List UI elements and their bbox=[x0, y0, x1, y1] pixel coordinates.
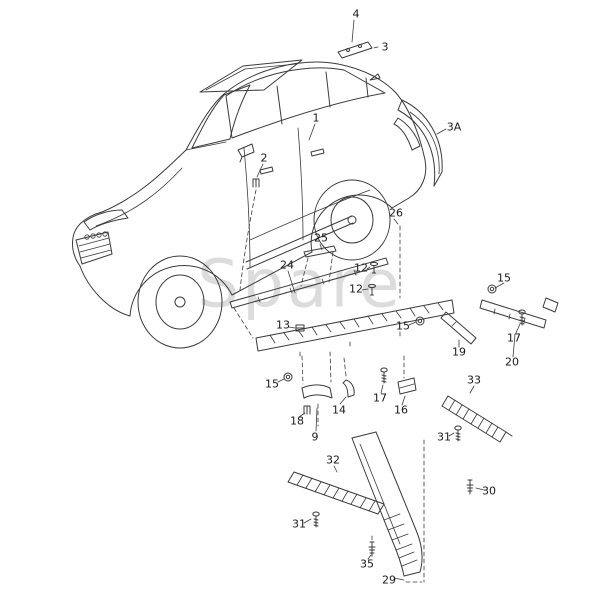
callout-17: 17 bbox=[507, 331, 521, 345]
part-corner-trim-9 bbox=[302, 385, 332, 398]
callout-15: 15 bbox=[396, 319, 410, 333]
callout-2: 2 bbox=[260, 151, 268, 165]
front-wheel bbox=[138, 256, 222, 348]
callout-31: 31 bbox=[437, 430, 451, 444]
watermark: Spare bbox=[197, 245, 403, 323]
dashed-lines bbox=[234, 47, 424, 582]
callout-17: 17 bbox=[373, 391, 387, 405]
callout-9: 9 bbox=[311, 430, 319, 444]
callout-18: 18 bbox=[290, 414, 304, 428]
car-illustration bbox=[73, 60, 426, 348]
callout-3: 3 bbox=[381, 40, 389, 54]
callout-19: 19 bbox=[452, 345, 466, 359]
callout-32: 32 bbox=[326, 453, 340, 467]
callout-20: 20 bbox=[505, 355, 519, 369]
callout-35: 35 bbox=[360, 557, 374, 571]
callout-26: 26 bbox=[389, 206, 403, 220]
callout-33: 33 bbox=[467, 373, 481, 387]
part-window-frame-3a bbox=[398, 100, 442, 186]
part-strip-19 bbox=[441, 312, 476, 344]
callout-4: 4 bbox=[352, 7, 360, 21]
callout-30: 30 bbox=[482, 484, 496, 498]
part-end-cap-14 bbox=[343, 380, 354, 397]
callout-3A: 3A bbox=[446, 120, 462, 134]
callout-12: 12 bbox=[349, 282, 363, 296]
callout-31: 31 bbox=[292, 517, 306, 531]
callout-15: 15 bbox=[497, 271, 511, 285]
callout-16: 16 bbox=[394, 403, 408, 417]
part-sill-strip-32 bbox=[288, 472, 384, 514]
part-molding-main bbox=[256, 300, 454, 356]
leader-lines bbox=[257, 20, 520, 580]
part-bracket-16 bbox=[398, 378, 416, 394]
part-molding-24 bbox=[230, 258, 388, 308]
part-sill-panel-29 bbox=[352, 432, 422, 576]
callout-24: 24 bbox=[280, 258, 294, 272]
callout-15: 15 bbox=[265, 377, 279, 391]
callout-12: 12 bbox=[354, 261, 368, 275]
callout-25: 25 bbox=[314, 231, 328, 245]
part-sill-strip-33 bbox=[442, 396, 512, 442]
callout-29: 29 bbox=[382, 573, 396, 587]
callout-14: 14 bbox=[332, 403, 346, 417]
callout-13: 13 bbox=[276, 318, 290, 332]
part-roof-strip-3-4 bbox=[338, 42, 372, 58]
callout-1: 1 bbox=[312, 111, 320, 125]
part-strip-25 bbox=[304, 246, 336, 257]
